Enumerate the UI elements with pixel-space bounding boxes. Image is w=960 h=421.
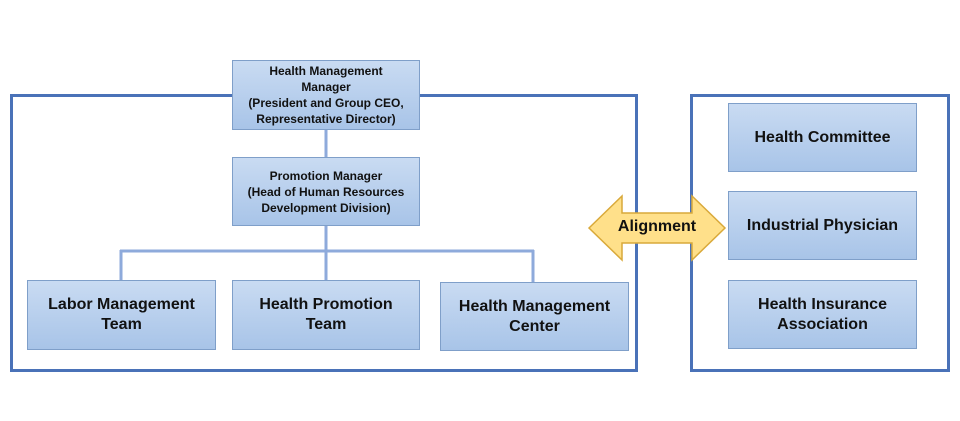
- health-management-center-box: Health Management Center: [440, 282, 629, 351]
- health-management-manager-box: Health Management Manager (President and…: [232, 60, 420, 130]
- labor-management-team-box: Labor Management Team: [27, 280, 216, 350]
- alignment-arrow-icon: [587, 194, 727, 262]
- promotion-manager-box: Promotion Manager (Head of Human Resourc…: [232, 157, 420, 226]
- alignment-label: Alignment: [617, 218, 697, 235]
- health-insurance-association-box: Health Insurance Association: [728, 280, 917, 349]
- health-promotion-team-box: Health Promotion Team: [232, 280, 420, 350]
- health-committee-box: Health Committee: [728, 103, 917, 172]
- industrial-physician-box: Industrial Physician: [728, 191, 917, 260]
